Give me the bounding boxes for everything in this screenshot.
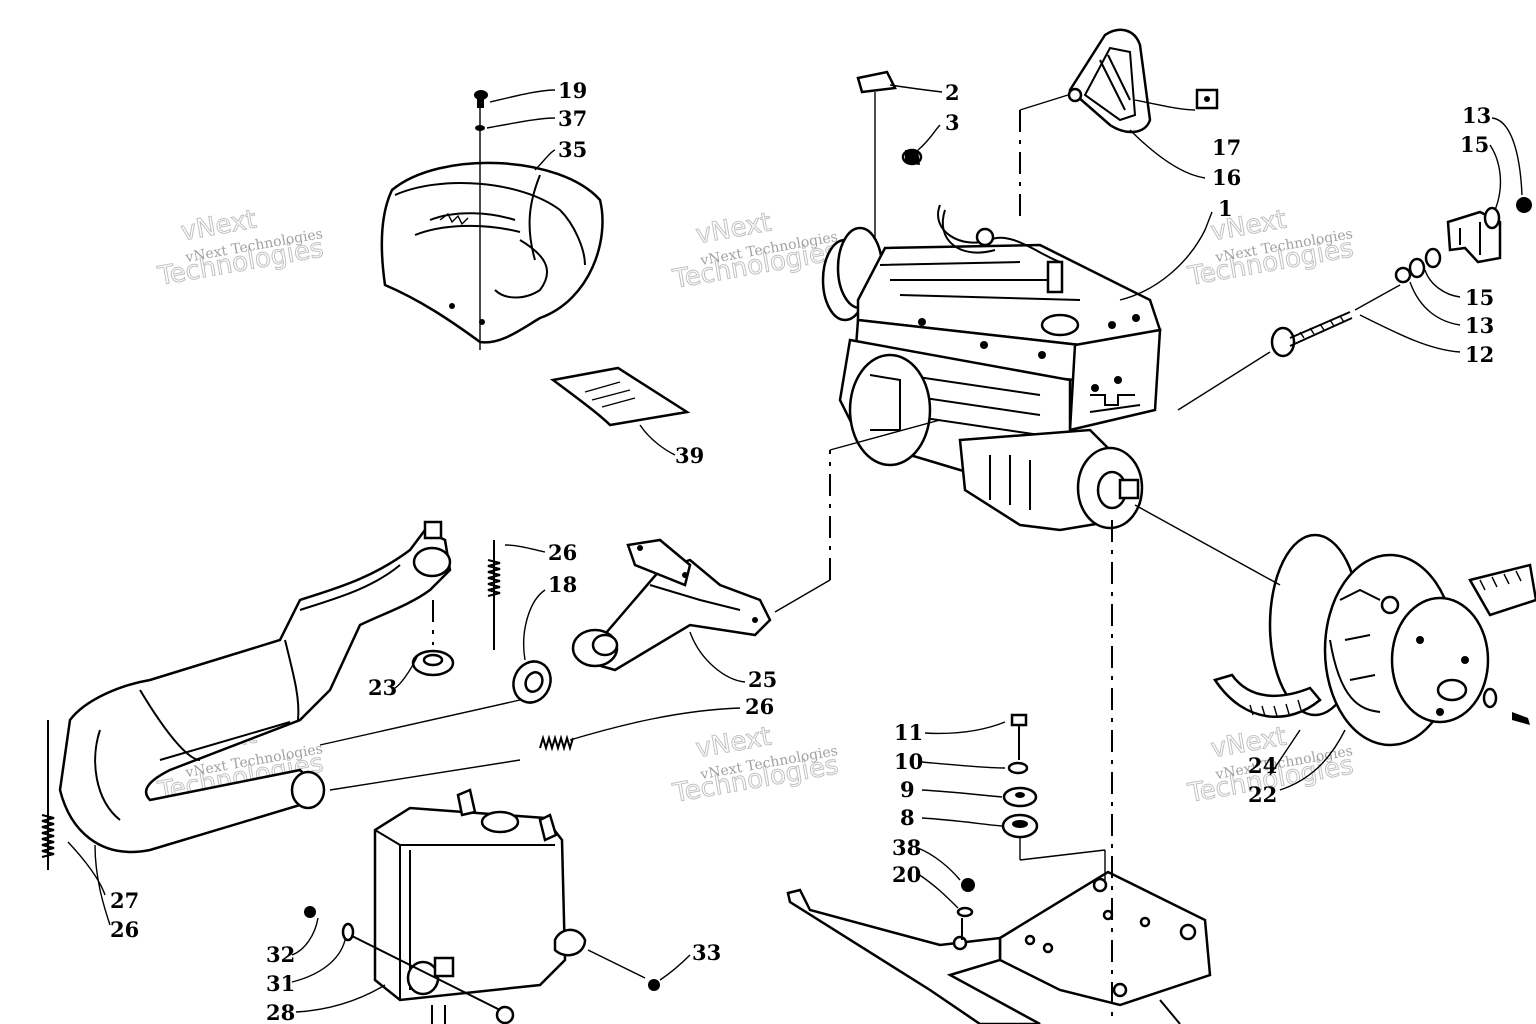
callout-20: 20 bbox=[892, 862, 921, 887]
exhaust-manifold-25 bbox=[571, 538, 772, 672]
washer-15-icon bbox=[1408, 257, 1426, 279]
callout-labels: 19 37 35 2 3 17 16 1 13 15 15 13 12 39 2… bbox=[110, 78, 1494, 1024]
mount-8-icon bbox=[1001, 813, 1039, 839]
callout-26-spring: 26 bbox=[548, 540, 577, 565]
engine-assembly bbox=[821, 204, 1162, 532]
callout-12: 12 bbox=[1465, 342, 1494, 367]
callout-39: 39 bbox=[675, 443, 704, 468]
grommet-23-icon bbox=[411, 649, 455, 677]
leader-lines bbox=[67, 84, 1523, 1013]
callout-35: 35 bbox=[558, 137, 587, 162]
washer-37-icon bbox=[475, 125, 485, 131]
engine-mount-bolt-12 bbox=[1270, 311, 1353, 358]
callout-24: 24 bbox=[1248, 753, 1277, 778]
air-silencer-shroud bbox=[380, 100, 604, 350]
decal-39 bbox=[549, 366, 691, 427]
washer-31-icon bbox=[341, 922, 355, 942]
callout-33: 33 bbox=[692, 940, 721, 965]
callout-31: 31 bbox=[266, 971, 295, 996]
starter-handle-16 bbox=[1067, 28, 1152, 134]
callout-28: 28 bbox=[266, 1000, 295, 1024]
gasket-18-icon bbox=[512, 660, 552, 704]
callout-8: 8 bbox=[900, 805, 915, 830]
watermark-top-left: vNext vNext Technologies Technologies bbox=[155, 204, 327, 293]
plug-cap-3-icon bbox=[901, 148, 923, 166]
drive-belt-24 bbox=[1213, 673, 1322, 719]
watermark-bottom-center: vNext vNext Technologies Technologies bbox=[670, 721, 842, 810]
nut-13-icon bbox=[1394, 266, 1412, 284]
nut-38-icon bbox=[961, 878, 975, 892]
screw-19-icon bbox=[474, 90, 488, 108]
oil-tank-28 bbox=[373, 788, 587, 1024]
drive-clutch-22 bbox=[1268, 533, 1536, 747]
callout-18: 18 bbox=[548, 572, 577, 597]
callout-32: 32 bbox=[266, 942, 295, 967]
callout-9: 9 bbox=[900, 777, 915, 802]
decal-2 bbox=[856, 70, 897, 94]
spring-26c-icon bbox=[41, 720, 55, 870]
expansion-chamber-27 bbox=[58, 520, 452, 854]
callout-19: 19 bbox=[558, 78, 587, 103]
callout-25: 25 bbox=[748, 667, 777, 692]
callout-26-middle: 26 bbox=[745, 694, 774, 719]
engine-mount-plate bbox=[786, 870, 1212, 1024]
washer-15b-icon bbox=[1424, 247, 1442, 269]
clip-17-icon bbox=[1195, 88, 1219, 110]
callout-15-top: 15 bbox=[1460, 132, 1489, 157]
callout-15-bottom: 15 bbox=[1465, 285, 1494, 310]
callout-37: 37 bbox=[558, 106, 587, 131]
callout-27: 27 bbox=[110, 888, 139, 913]
callout-23: 23 bbox=[368, 675, 397, 700]
callout-1: 1 bbox=[1218, 196, 1233, 221]
callout-16: 16 bbox=[1212, 165, 1241, 190]
spring-26a-icon bbox=[487, 540, 501, 650]
callout-17: 17 bbox=[1212, 135, 1241, 160]
watermark-top-right: vNext vNext Technologies Technologies bbox=[1185, 204, 1357, 293]
strap-31 bbox=[349, 934, 501, 1011]
bolt-11-icon bbox=[1010, 713, 1028, 760]
callout-13-top: 13 bbox=[1462, 103, 1491, 128]
nut-13b-icon bbox=[1516, 197, 1532, 213]
washer-15c-icon bbox=[1483, 206, 1501, 230]
washer-10-icon bbox=[1007, 761, 1029, 775]
callout-2: 2 bbox=[945, 80, 960, 105]
callout-26-left: 26 bbox=[110, 917, 139, 942]
callout-13-bottom: 13 bbox=[1465, 313, 1494, 338]
spring-26b-icon bbox=[539, 734, 574, 752]
callout-38: 38 bbox=[892, 835, 921, 860]
callout-22: 22 bbox=[1248, 782, 1277, 807]
plug-33-icon bbox=[648, 979, 660, 991]
screw-32-icon bbox=[304, 906, 316, 918]
watermark-top-center: vNext vNext Technologies Technologies bbox=[670, 207, 842, 296]
washer-20-icon bbox=[956, 906, 974, 918]
damper-9-icon bbox=[1002, 786, 1038, 808]
callout-11: 11 bbox=[894, 720, 923, 745]
callout-10: 10 bbox=[894, 749, 923, 774]
callout-3: 3 bbox=[945, 110, 960, 135]
